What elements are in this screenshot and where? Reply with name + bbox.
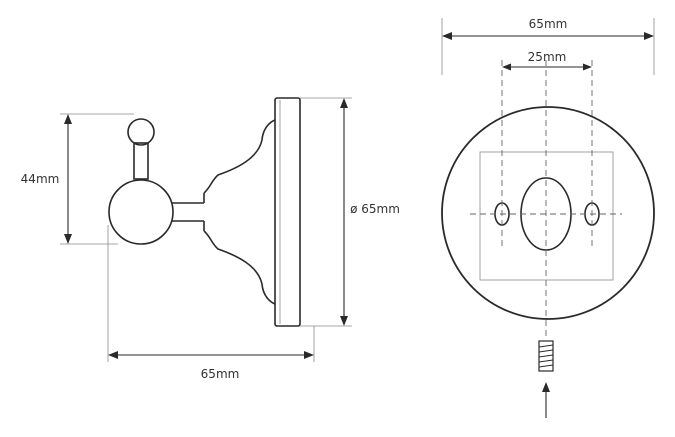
front-view: 65mm 25mm xyxy=(441,17,655,418)
dim-depth-arrow-right xyxy=(304,351,314,359)
wall-backplate xyxy=(274,97,301,327)
dim-44-label: 44mm xyxy=(21,172,60,186)
dim-width-label: 65mm xyxy=(529,17,568,31)
hook-top-knob xyxy=(127,118,155,146)
insert-arrow-head xyxy=(542,382,550,392)
dim-spacing-arrow-left xyxy=(502,63,511,71)
rosette-profile xyxy=(203,119,276,305)
hook-stem xyxy=(133,142,149,180)
dim-diameter-arrow-down xyxy=(340,316,348,326)
dim-spacing-arrow-right xyxy=(583,63,592,71)
dim-spacing-label: 25mm xyxy=(528,50,567,64)
dim-diameter-label: ø 65mm xyxy=(350,202,400,216)
dim-depth-arrow-left xyxy=(108,351,118,359)
dim-depth-label: 65mm xyxy=(201,367,240,381)
hook-arm xyxy=(172,202,204,222)
dim-width-arrow-right xyxy=(644,32,654,40)
side-view: 44mm ø 65mm 65mm xyxy=(21,97,400,381)
dim-diameter-arrow-up xyxy=(340,98,348,108)
hook-ball xyxy=(108,179,174,245)
mounting-bracket xyxy=(479,151,614,281)
dim-width-arrow-left xyxy=(442,32,452,40)
front-plate-circle xyxy=(441,106,655,320)
dim-44-arrow-up xyxy=(64,114,72,124)
dim-44-arrow-down xyxy=(64,234,72,244)
set-screw xyxy=(538,340,554,372)
